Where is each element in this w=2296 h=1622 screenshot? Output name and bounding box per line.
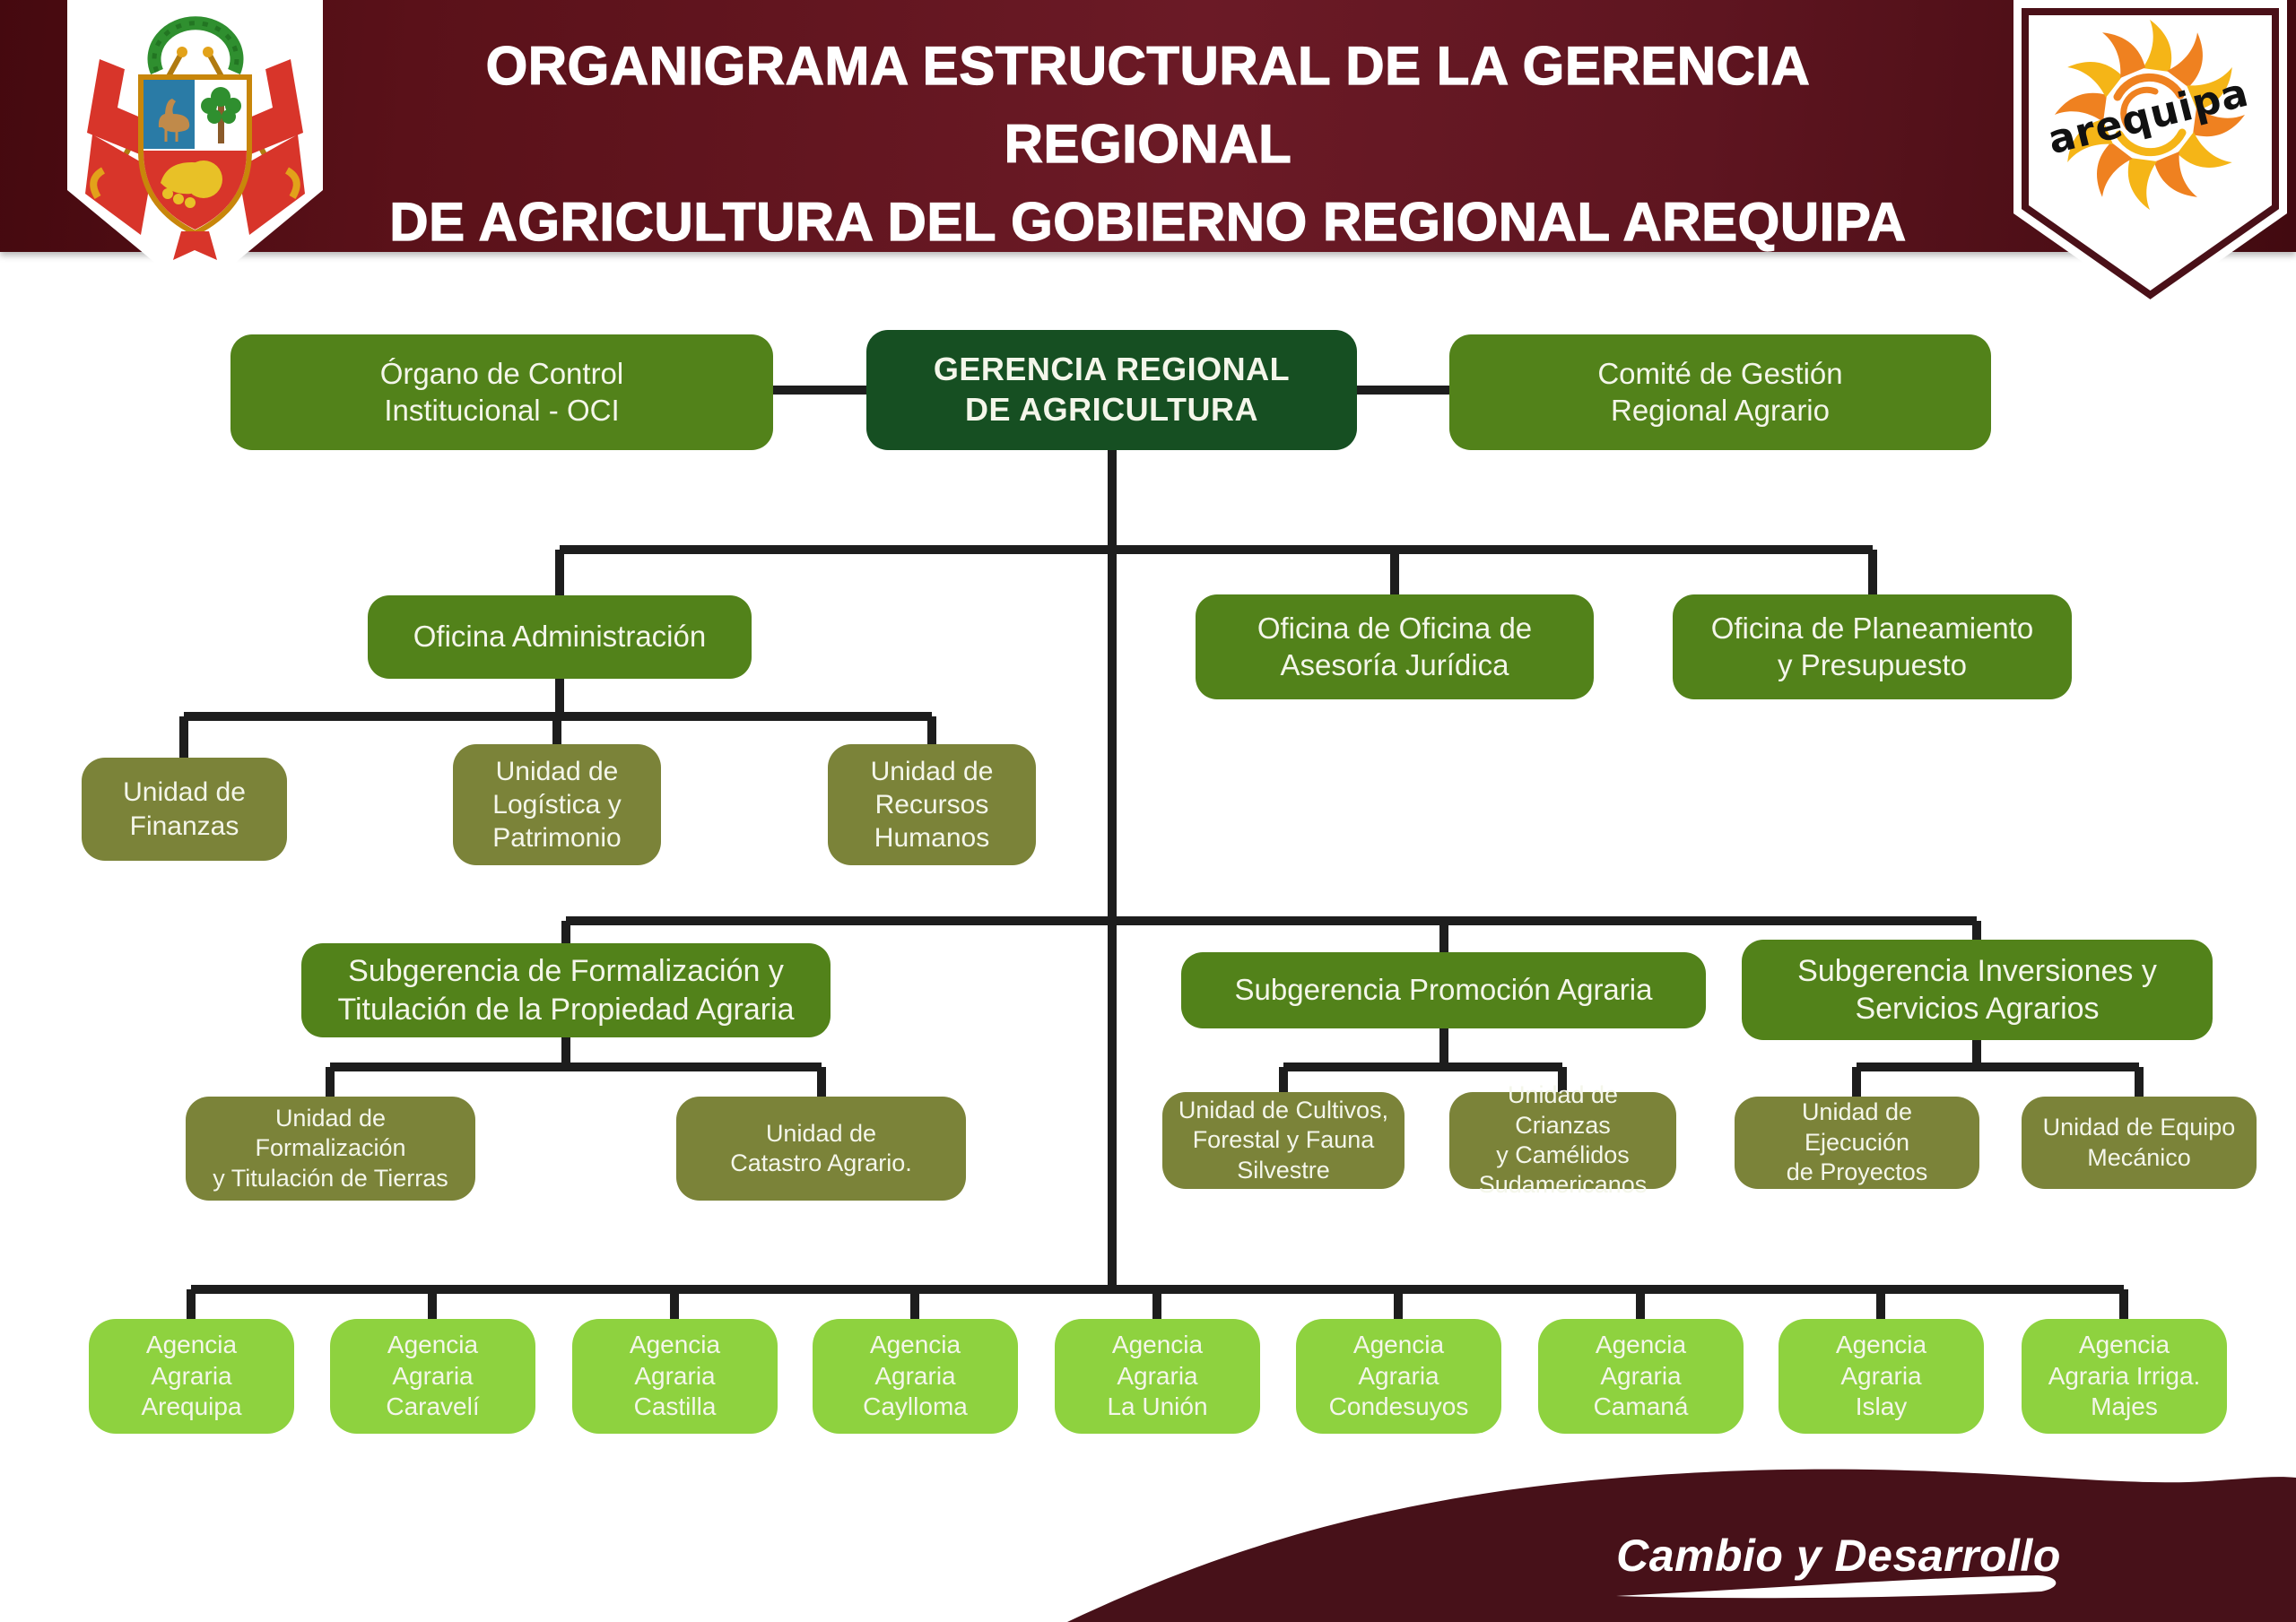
node-label: Comité de Gestión Regional Agrario [1597,356,1843,427]
node-label: Agencia Agraria Condesuyos [1328,1330,1469,1421]
node-unidad-crianzas-camelidos: Unidad de Crianzas y Camélidos Sudameric… [1449,1081,1676,1198]
node-agencia-agraria-irriga-majes: Agencia Agraria Irriga. Majes [2022,1319,2227,1434]
node-label: Agencia Agraria Caravelí [386,1330,480,1421]
node-agencia-agraria-la-union: Agencia Agraria La Unión [1055,1319,1260,1434]
node-label: Agencia Agraria Islay [1835,1330,1927,1421]
node-label: GERENCIA REGIONAL DE AGRICULTURA [933,351,1291,428]
node-label: Agencia Agraria Caylloma [863,1330,968,1421]
node-label: Unidad de Equipo Mecánico [2042,1114,2236,1171]
node-label: Oficina de Planeamiento y Presupuesto [1710,611,2034,681]
node-label: Agencia Agraria Arequipa [141,1330,242,1421]
node-label: Unidad de Recursos Humanos [870,756,994,854]
node-unidad-equipo-mecanico: Unidad de Equipo Mecánico [2022,1097,2257,1189]
node-unidad-cultivos-forestal-fauna: Unidad de Cultivos, Forestal y Fauna Sil… [1162,1092,1405,1189]
node-oficina-asesoria-juridica: Oficina de Oficina de Asesoría Jurídica [1196,594,1594,699]
node-agencia-agraria-arequipa: Agencia Agraria Arequipa [89,1319,294,1434]
node-agencia-agraria-castilla: Agencia Agraria Castilla [572,1319,778,1434]
node-comite-gestion-regional-agrario: Comité de Gestión Regional Agrario [1449,334,1991,450]
node-agencia-agraria-condesuyos: Agencia Agraria Condesuyos [1296,1319,1501,1434]
node-gerencia-regional-agricultura: GERENCIA REGIONAL DE AGRICULTURA [866,330,1357,450]
node-label: Unidad de Crianzas y Camélidos Sudameric… [1478,1081,1648,1199]
node-label: Unidad de Logística y Patrimonio [492,756,622,854]
node-label: Oficina de Oficina de Asesoría Jurídica [1257,611,1533,681]
node-label: Unidad de Catastro Agrario. [730,1119,912,1176]
node-agencia-agraria-caraveli: Agencia Agraria Caravelí [330,1319,535,1434]
node-label: Unidad de Finanzas [123,777,246,841]
node-label: Agencia Agraria La Unión [1107,1330,1208,1421]
node-oficina-administracion: Oficina Administración [368,595,752,679]
peru-coat-of-arms-icon [67,0,323,296]
node-unidad-recursos-humanos: Unidad de Recursos Humanos [828,744,1036,865]
node-label: Unidad de Cultivos, Forestal y Fauna Sil… [1178,1096,1389,1184]
node-label: Agencia Agraria Camaná [1593,1330,1689,1421]
node-label: Unidad de Formalización y Titulación de … [213,1104,448,1192]
node-unidad-finanzas: Unidad de Finanzas [82,758,287,861]
node-label: Agencia Agraria Irriga. Majes [2048,1330,2201,1421]
footer-slogan: Cambio y Desarrollo [1616,1531,2061,1581]
page-title-line1: ORGANIGRAMA ESTRUCTURAL DE LA GERENCIA R… [485,35,1811,174]
node-label: Oficina Administración [413,620,707,654]
node-subgerencia-promocion-agraria: Subgerencia Promoción Agraria [1181,952,1706,1028]
page-title: ORGANIGRAMA ESTRUCTURAL DE LA GERENCIA R… [359,27,1937,261]
node-unidad-logistica-patrimonio: Unidad de Logística y Patrimonio [453,744,661,865]
slogan-underline-swoosh [1616,1575,2057,1599]
node-label: Subgerencia Inversiones y Servicios Agra… [1797,953,2157,1026]
page-title-line2: DE AGRICULTURA DEL GOBIERNO REGIONAL ARE… [389,191,1907,252]
node-oficina-planeamiento-presupuesto: Oficina de Planeamiento y Presupuesto [1673,594,2072,699]
node-label: Agencia Agraria Castilla [629,1330,721,1421]
node-unidad-catastro-agrario: Unidad de Catastro Agrario. [676,1097,966,1201]
node-agencia-agraria-caylloma: Agencia Agraria Caylloma [813,1319,1018,1434]
node-label: Subgerencia Promoción Agraria [1234,973,1653,1007]
arequipa-sun-logo-icon: arequipa [2013,0,2287,309]
node-unidad-ejecucion-proyectos: Unidad de Ejecución de Proyectos [1735,1097,1979,1189]
node-label: Subgerencia de Formalización y Titulació… [337,954,795,1027]
header-band: ORGANIGRAMA ESTRUCTURAL DE LA GERENCIA R… [0,0,2296,253]
node-subgerencia-inversiones-servicios: Subgerencia Inversiones y Servicios Agra… [1742,940,2213,1040]
node-label: Órgano de Control Institucional - OCI [379,356,624,427]
node-label: Unidad de Ejecución de Proyectos [1786,1098,1928,1186]
node-unidad-formalizacion-titulacion-tierras: Unidad de Formalización y Titulación de … [186,1097,475,1201]
node-organo-control-oci: Órgano de Control Institucional - OCI [230,334,773,450]
node-subgerencia-formalizacion-titulacion: Subgerencia de Formalización y Titulació… [301,943,831,1037]
node-agencia-agraria-camana: Agencia Agraria Camaná [1538,1319,1744,1434]
node-agencia-agraria-islay: Agencia Agraria Islay [1779,1319,1984,1434]
